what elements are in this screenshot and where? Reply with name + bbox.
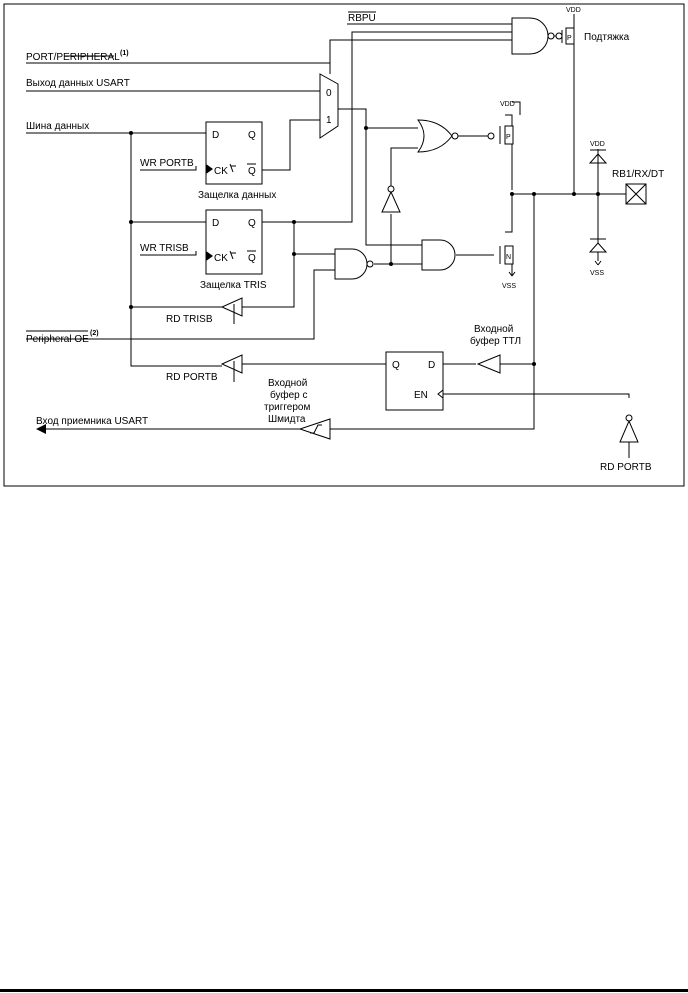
nmos-label: N bbox=[506, 254, 511, 261]
schmitt-buffer-label-2: буфер с bbox=[270, 389, 308, 401]
or-gate bbox=[417, 119, 459, 153]
rd-portb-buffer bbox=[220, 354, 243, 382]
wires bbox=[26, 14, 630, 458]
vdd-pmos-label: VDD bbox=[500, 101, 515, 108]
junction-dots bbox=[129, 126, 600, 366]
schmitt-buffer-label-4: Шмидта bbox=[268, 414, 306, 425]
tris-latch-d-label: D bbox=[212, 218, 219, 229]
pmos-driver: P bbox=[487, 125, 514, 145]
data-latch-label: Защелка данных bbox=[198, 190, 276, 201]
wr-portb-label: WR PORTB bbox=[140, 158, 194, 169]
and-gate bbox=[421, 239, 456, 271]
peripheral-oe-label: Peripheral OE bbox=[26, 334, 89, 345]
data-latch: D Q CK Q bbox=[205, 121, 263, 185]
nmos-driver: N bbox=[504, 245, 516, 277]
vdd-diode-label: VDD bbox=[590, 141, 605, 148]
rbpu-label: RBPU bbox=[348, 13, 376, 24]
pullup-label: Подтяжка bbox=[584, 32, 630, 43]
tris-latch-q-label: Q bbox=[248, 218, 256, 229]
usart-rx-in-label: Вход приемника USART bbox=[36, 416, 148, 427]
rd-trisb-buffer bbox=[220, 297, 243, 324]
data-latch-qbar-label: Q bbox=[248, 166, 256, 177]
rd-portb-label: RD PORTB bbox=[166, 372, 218, 383]
schmitt-buffer bbox=[298, 418, 331, 440]
usart-rx-arrow bbox=[36, 424, 46, 434]
vss-diode-label: VSS bbox=[590, 270, 604, 277]
input-latch-q-label: Q bbox=[392, 360, 400, 371]
pin-label: RB1/RX/DT bbox=[612, 169, 664, 180]
data-latch-d-label: D bbox=[212, 130, 219, 141]
port-peripheral-label: PORT/PERIPHERAL bbox=[26, 52, 120, 63]
ttl-buffer bbox=[476, 354, 501, 374]
schmitt-buffer-label-3: триггером bbox=[264, 402, 310, 413]
tris-latch-ck-label: CK bbox=[214, 253, 228, 264]
protection-diodes bbox=[588, 149, 608, 266]
note2-label: (2) bbox=[90, 330, 99, 337]
tris-latch-label: Защелка TRIS bbox=[200, 280, 267, 291]
pullup-pmos: P bbox=[555, 27, 575, 45]
page-bottom-rule bbox=[0, 989, 688, 992]
data-latch-clock-marker bbox=[206, 164, 213, 174]
tris-latch-qbar-label: Q bbox=[248, 253, 256, 264]
pullup-nand-gate bbox=[511, 17, 555, 55]
vss-nmos-label: VSS bbox=[502, 283, 516, 290]
rd-portb-bottom-label: RD PORTB bbox=[600, 462, 652, 473]
output-mux: 0 1 bbox=[319, 73, 339, 139]
mux-input-1-label: 1 bbox=[326, 115, 332, 126]
schmitt-buffer-label-1: Входной bbox=[268, 378, 307, 389]
pmos-label: P bbox=[506, 134, 511, 141]
ttl-buffer-label-2: буфер ТТЛ bbox=[470, 335, 521, 347]
rd-portb-enable-buffer bbox=[619, 414, 639, 443]
pin-pad bbox=[625, 183, 647, 205]
rd-trisb-label: RD TRISB bbox=[166, 314, 213, 325]
inverter bbox=[381, 185, 401, 213]
mux-input-0-label: 0 bbox=[326, 88, 332, 99]
tris-nand-gate bbox=[334, 248, 374, 280]
input-latch: Q D EN bbox=[385, 351, 444, 411]
pullup-p-label: P bbox=[567, 35, 572, 42]
usart-data-out-label: Выход данных USART bbox=[26, 78, 130, 89]
input-latch-en-label: EN bbox=[414, 390, 428, 401]
input-latch-d-label: D bbox=[428, 360, 435, 371]
tris-latch-clock-marker bbox=[206, 251, 213, 261]
diagram-frame bbox=[3, 3, 685, 487]
ttl-buffer-label-1: Входной bbox=[474, 324, 513, 335]
wr-trisb-label: WR TRISB bbox=[140, 243, 189, 254]
overbars bbox=[26, 11, 376, 332]
data-bus-label: Шина данных bbox=[26, 121, 89, 132]
tris-latch: D Q CK Q bbox=[205, 209, 263, 275]
data-latch-ck-label: CK bbox=[214, 166, 228, 177]
note1-label: (1) bbox=[120, 50, 129, 57]
vdd-pullup-label: VDD bbox=[566, 7, 581, 14]
data-latch-q-label: Q bbox=[248, 130, 256, 141]
